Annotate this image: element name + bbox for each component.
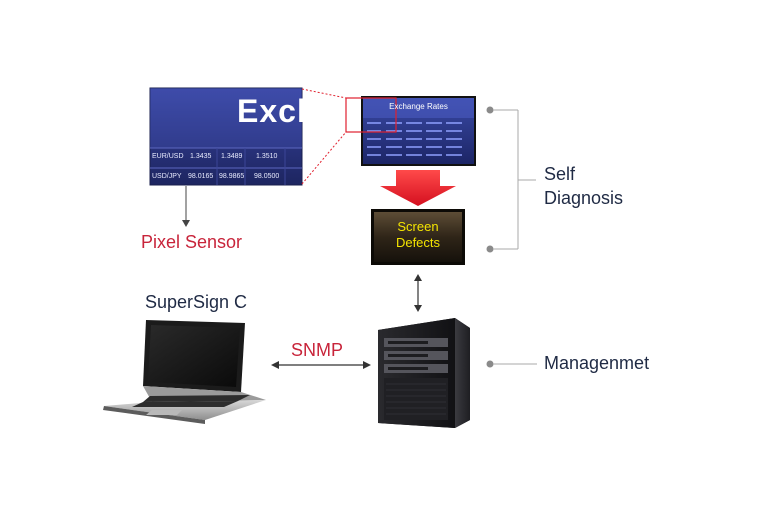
supersign-label: SuperSign C: [145, 292, 248, 312]
zoom-display-title: Exch: [237, 93, 318, 129]
server-icon: [378, 318, 470, 428]
defects-server-arrow: [414, 274, 422, 312]
zoom-row-pair: USD/JPY: [152, 173, 182, 180]
screen-defects-label: Screen Defects: [374, 219, 462, 251]
zoom-guide-lines: [301, 88, 347, 185]
exchange-monitor: [345, 96, 476, 166]
laptop-icon: [103, 320, 266, 424]
screen-defects-line1: Screen: [397, 219, 439, 234]
diagnosis-down-arrow: [380, 170, 456, 206]
self-diagnosis-label: Self Diagnosis: [544, 162, 623, 210]
zoom-row-pair: EUR/USD: [152, 153, 184, 160]
zoom-row-value: 1.3489: [221, 153, 243, 160]
self-diagnosis-line2: Diagnosis: [544, 188, 624, 208]
zoom-row-value: 98.0165: [188, 173, 214, 180]
self-diagnosis-line1: Self: [544, 164, 576, 184]
screen-defects-display: [371, 209, 465, 265]
pixel-sensor-label: Pixel Sensor: [141, 232, 243, 252]
management-connector: [486, 360, 537, 368]
zoomed-display: [149, 87, 303, 186]
zoom-row-value: 98.9865: [219, 173, 245, 180]
zoom-row-value: 1.3435: [190, 153, 212, 160]
zoom-row-value: 1.3510: [256, 153, 278, 160]
monitor-title: Exchange Rates: [389, 102, 448, 111]
management-label: Managenmet: [544, 353, 650, 373]
zoom-row-value: 98.0500: [254, 173, 280, 180]
snmp-label: SNMP: [291, 340, 344, 360]
screen-defects-line2: Defects: [395, 235, 441, 250]
self-diagnosis-bracket: [486, 106, 536, 253]
snmp-arrow: [271, 361, 371, 369]
pixel-sensor-arrow: [182, 186, 190, 227]
